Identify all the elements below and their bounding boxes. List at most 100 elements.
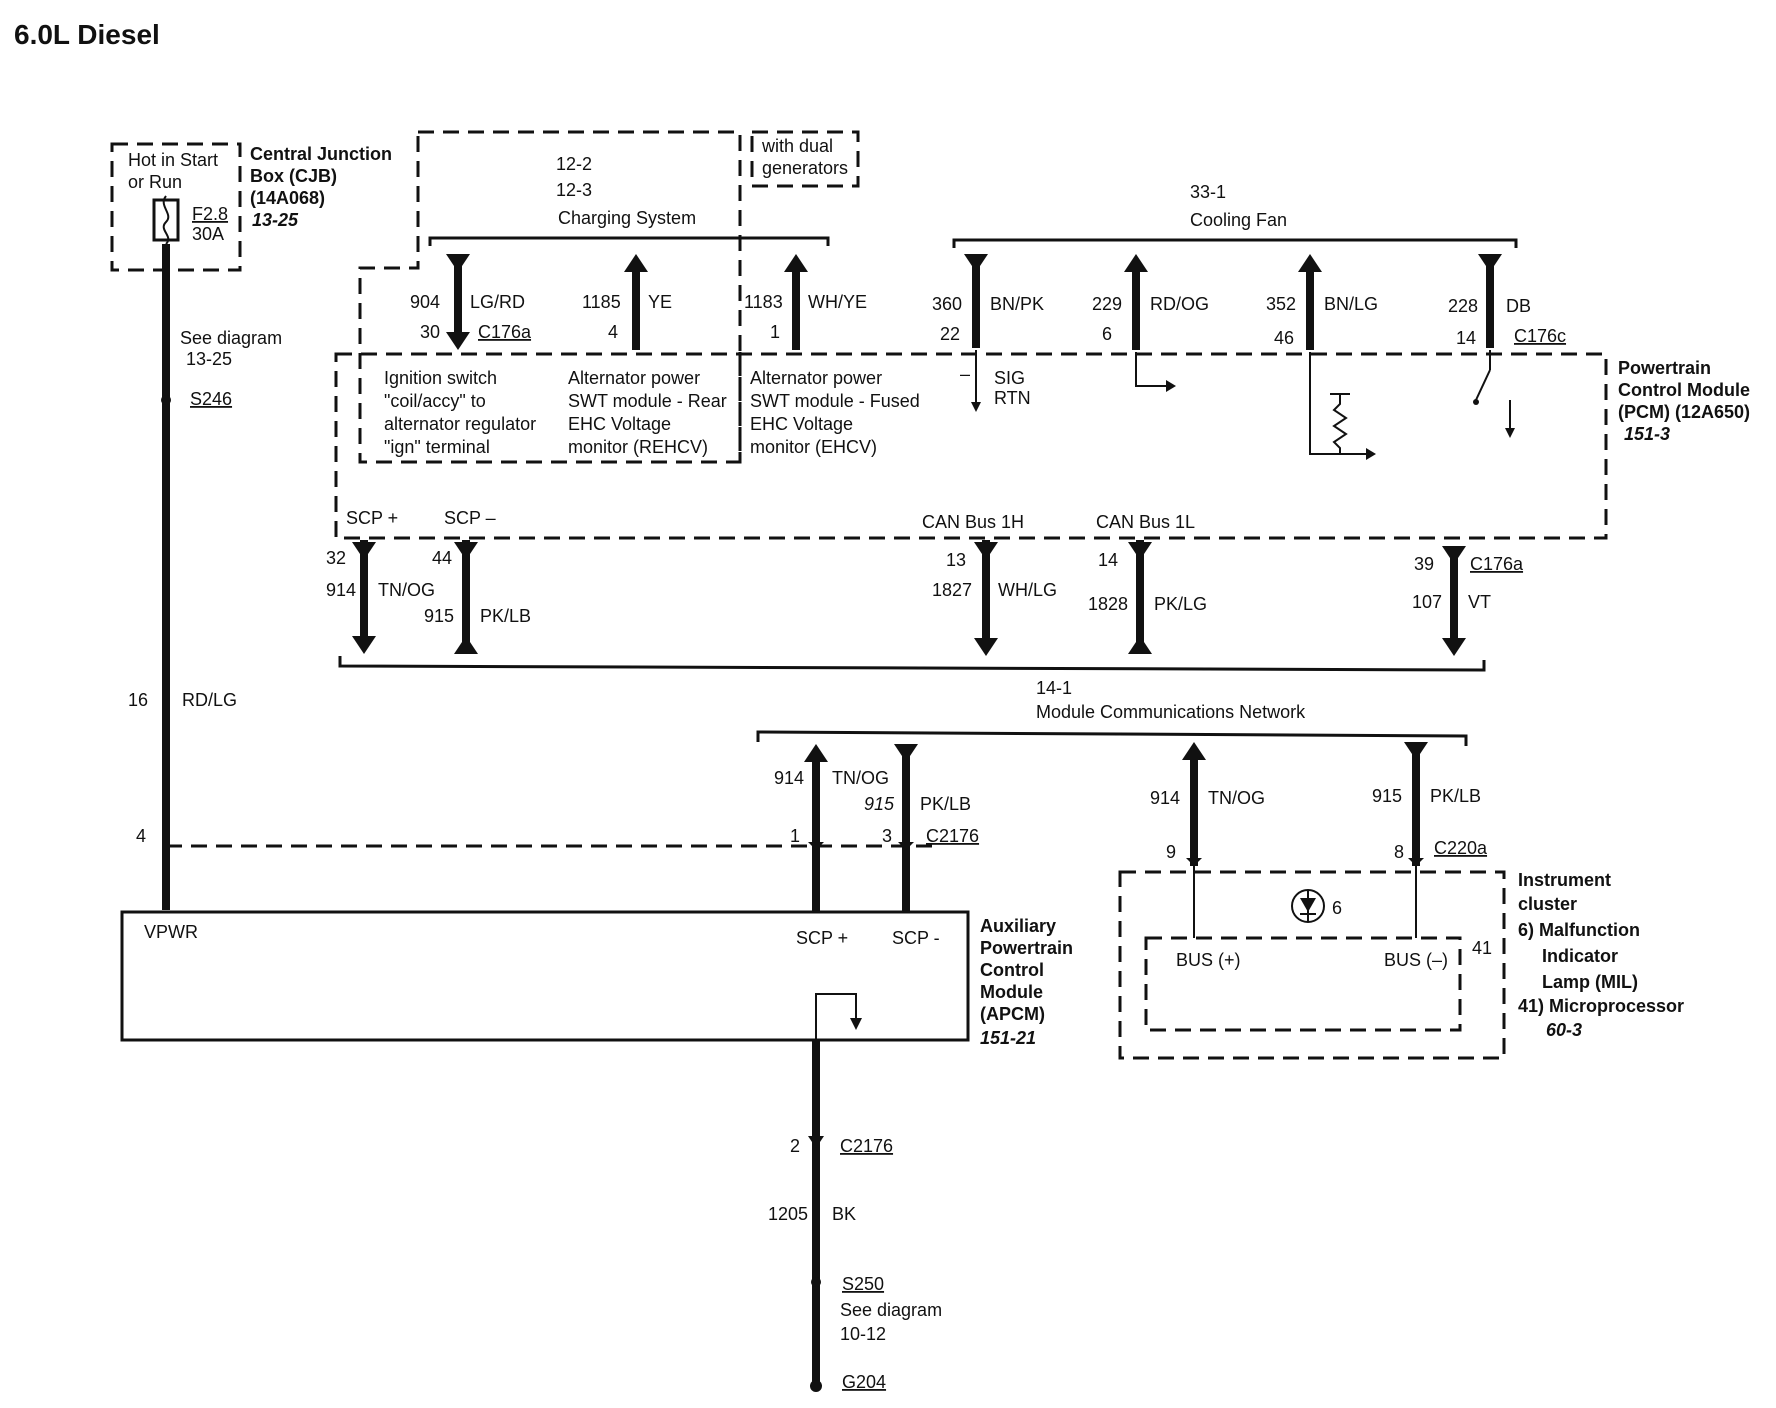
wire-1827-can-h: 13 1827 WH/LG [932,540,1057,656]
splice-s246-dot [161,395,171,405]
svg-text:6) Malfunction: 6) Malfunction [1518,920,1640,940]
wire-1185: 1185 YE 4 [582,254,672,350]
cooling-label: Cooling Fan [1190,210,1287,230]
svg-text:39: 39 [1414,554,1434,574]
pcm-box [334,352,1608,540]
svg-text:60-3: 60-3 [1546,1020,1582,1040]
pcm-minus: – [960,364,970,384]
network-bracket [338,656,1486,672]
svg-text:Ignition switch: Ignition switch [384,368,497,388]
wire-1828-can-l: 14 1828 PK/LG [1088,540,1207,654]
cjb-fuse-rating: 30A [192,224,224,244]
connector-c176a-bottom: C176a [1470,554,1524,574]
wire-360-color: BN/PK [990,294,1044,314]
wire-228-color: DB [1506,296,1531,316]
ground-icon [810,1380,822,1392]
ground-g204: G204 [842,1372,886,1392]
svg-text:monitor (REHCV): monitor (REHCV) [568,437,708,457]
svg-text:(PCM) (12A650): (PCM) (12A650) [1618,402,1750,422]
instrument-cluster-label: Instrument cluster 6) Malfunction Indica… [1518,870,1684,1040]
ground-connector: C2176 [840,1136,893,1156]
instrument-cluster-box [1118,870,1506,1060]
svg-text:Auxiliary: Auxiliary [980,916,1056,936]
cjb-fuse-label: F2.8 [192,204,228,224]
cjb-or-run-label: or Run [128,172,182,192]
svg-text:9: 9 [1166,842,1176,862]
pcm-fused-text: Alternator power SWT module - Fused EHC … [750,368,920,457]
wire-228: 228 DB 14 [1448,254,1531,438]
wire-229: 229 RD/OG 6 [1092,254,1209,392]
ground-pin: 2 [790,1136,800,1156]
charging-region [358,130,742,464]
svg-text:SWT module - Fused: SWT module - Fused [750,391,920,411]
feed-color: RD/LG [182,690,237,710]
mil-lamp-icon [1291,889,1325,923]
svg-text:914: 914 [774,768,804,788]
pcm-can-1l: CAN Bus 1L [1096,512,1195,532]
svg-text:cluster: cluster [1518,894,1577,914]
apcm-wire-915: 915 PK/LB 3 [864,744,971,912]
ground-ref: 10-12 [840,1324,886,1344]
pcm-can-1h: CAN Bus 1H [922,512,1024,532]
dual-gen-line-1: with dual [761,136,833,156]
svg-text:EHC Voltage: EHC Voltage [568,414,671,434]
svg-text:Module: Module [980,982,1043,1002]
svg-text:151-21: 151-21 [980,1028,1036,1048]
wire-1185-color: YE [648,292,672,312]
wire-904: 904 LG/RD 30 [410,254,525,350]
wire-915-scp-minus: 44 915 PK/LB [424,540,531,654]
connector-c176c: C176c [1514,326,1566,346]
wire-904-color: LG/RD [470,292,525,312]
svg-text:41) Microprocessor: 41) Microprocessor [1518,996,1684,1016]
mcn-ref: 14-1 [1036,678,1072,698]
svg-text:"ign" terminal: "ign" terminal [384,437,490,457]
svg-text:"coil/accy" to: "coil/accy" to [384,391,486,411]
charging-label: Charging System [558,208,696,228]
svg-text:14: 14 [1098,550,1118,570]
splice-s246: S246 [190,389,232,409]
svg-text:915: 915 [424,606,454,626]
pcm-rtn: RTN [994,388,1031,408]
pcm-scp-minus: SCP – [444,508,496,528]
mcn-label: Module Communications Network [1036,702,1306,722]
svg-text:Powertrain: Powertrain [980,938,1073,958]
wire-229-color: RD/OG [1150,294,1209,314]
svg-text:1: 1 [790,826,800,846]
cooling-ref: 33-1 [1190,182,1226,202]
apcm-scp-minus: SCP - [892,928,940,948]
page-title: 6.0L Diesel [14,19,160,50]
cjb-ref: 13-25 [252,210,299,230]
charging-bracket [428,236,830,246]
svg-text:Lamp (MIL): Lamp (MIL) [1542,972,1638,992]
svg-text:914: 914 [326,580,356,600]
pcm-label: Powertrain Control Module (PCM) (12A650)… [1618,358,1750,444]
dual-gen-line-2: generators [762,158,848,178]
wire-1183-pin: 1 [770,322,780,342]
svg-text:TN/OG: TN/OG [378,580,435,600]
svg-text:PK/LB: PK/LB [920,794,971,814]
ic-bus-minus: BUS (–) [1384,950,1448,970]
ic-micro-number: 41 [1472,938,1492,958]
pcm-rear-text: Alternator power SWT module - Rear EHC V… [568,368,727,457]
switch-icon [1475,369,1491,401]
svg-text:PK/LB: PK/LB [1430,786,1481,806]
apcm-scp-plus: SCP + [796,928,848,948]
wire-352-color: BN/LG [1324,294,1378,314]
wire-352-circuit: 352 [1266,294,1296,314]
svg-text:107: 107 [1412,592,1442,612]
cjb-hot-label: Hot in Start [128,150,218,170]
svg-text:Alternator power: Alternator power [750,368,882,388]
fuse-icon [162,195,170,245]
mcn-bracket [756,730,1468,746]
connector-c176a-top: C176a [478,322,532,342]
svg-text:914: 914 [1150,788,1180,808]
svg-text:PK/LG: PK/LG [1154,594,1207,614]
svg-text:monitor (EHCV): monitor (EHCV) [750,437,877,457]
svg-text:Instrument: Instrument [1518,870,1611,890]
svg-text:WH/LG: WH/LG [998,580,1057,600]
ic-wire-915: 915 PK/LB 8 [1372,742,1481,866]
wire-352: 352 BN/LG 46 [1266,254,1378,460]
svg-text:Powertrain: Powertrain [1618,358,1711,378]
pcm-sig: SIG [994,368,1025,388]
wire-228-circuit: 228 [1448,296,1478,316]
